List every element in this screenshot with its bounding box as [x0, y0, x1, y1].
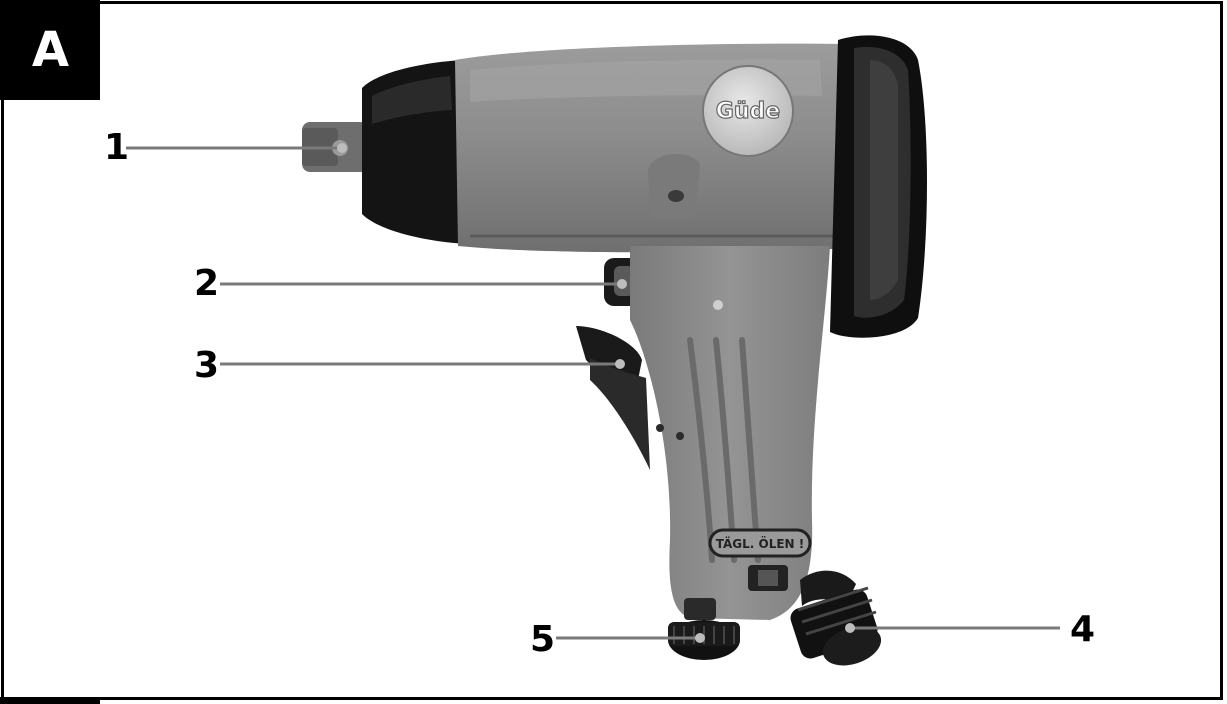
bottom-corner-mark [0, 697, 100, 704]
grip-handle [630, 246, 830, 620]
rear-cap [830, 35, 927, 338]
trigger [576, 326, 650, 470]
callout-3: 3 [194, 345, 220, 386]
air-inlet [790, 570, 882, 666]
callout-5: 5 [530, 619, 556, 660]
callout-2: 2 [194, 263, 220, 304]
valve-block [748, 565, 788, 591]
callout-4: 4 [1070, 609, 1096, 650]
front-boot [362, 60, 468, 244]
leader-lines [126, 143, 1060, 643]
svg-text:Güde: Güde [716, 99, 780, 124]
callout-1: 1 [104, 127, 130, 168]
hanger-bracket [648, 153, 700, 220]
oil-label: TÄGL. ÖLEN ! [708, 528, 812, 558]
figure-label: A [0, 0, 100, 100]
svg-text:TÄGL. ÖLEN !: TÄGL. ÖLEN ! [716, 536, 805, 551]
brand-logo: Güde [702, 65, 794, 157]
main-housing [455, 43, 858, 253]
